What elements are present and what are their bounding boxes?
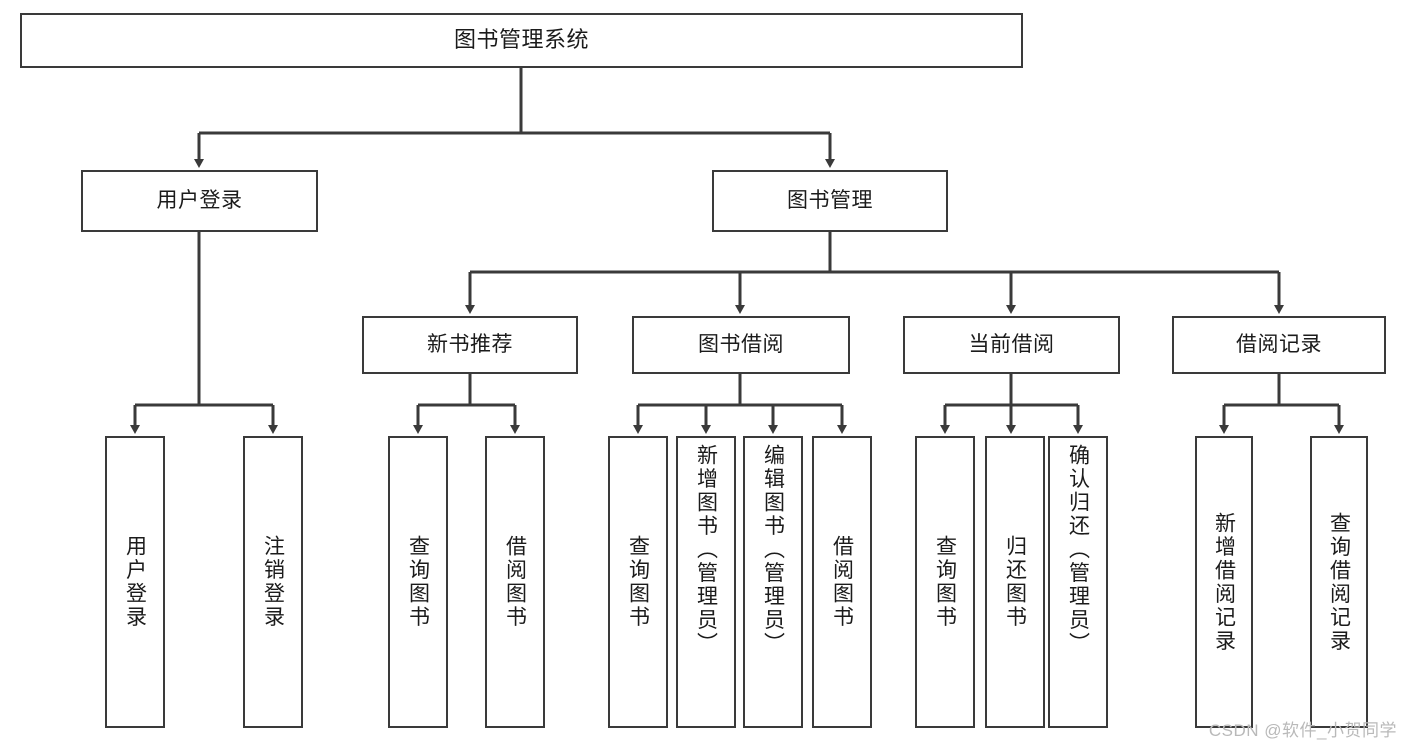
- node-label: 借阅图书: [830, 535, 854, 629]
- node-label: 查询图书: [933, 535, 957, 629]
- node-label: 当前借阅: [968, 333, 1055, 357]
- node-label: 查询图书: [626, 535, 650, 629]
- node-label: 查询借阅记录: [1327, 511, 1351, 653]
- node-label: 用户登录: [156, 189, 243, 213]
- node-leaf-confirm-return-admin[interactable]: 确认归还（管理员）: [1048, 436, 1108, 728]
- node-user-login[interactable]: 用户登录: [81, 170, 318, 232]
- node-label: 图书管理: [787, 189, 873, 213]
- node-label: 图书管理系统: [453, 27, 589, 53]
- node-leaf-user-login[interactable]: 用户登录: [105, 436, 165, 728]
- node-leaf-query-book-3[interactable]: 查询图书: [915, 436, 975, 728]
- node-book-borrow[interactable]: 图书借阅: [632, 316, 850, 374]
- node-label: 新书推荐: [427, 333, 513, 357]
- node-leaf-add-borrow-record[interactable]: 新增借阅记录: [1195, 436, 1253, 728]
- csdn-watermark: CSDN @软件_小贺同学: [1208, 721, 1397, 740]
- node-leaf-logout-login[interactable]: 注销登录: [243, 436, 303, 728]
- node-label: 新增借阅记录: [1212, 511, 1236, 653]
- node-root-system[interactable]: 图书管理系统: [20, 13, 1023, 68]
- node-label: 借阅记录: [1236, 333, 1322, 357]
- node-label: 归还图书: [1003, 535, 1027, 629]
- node-leaf-edit-book-admin[interactable]: 编辑图书（管理员）: [743, 436, 803, 728]
- node-leaf-return-book[interactable]: 归还图书: [985, 436, 1045, 728]
- node-leaf-borrow-book-1[interactable]: 借阅图书: [485, 436, 545, 728]
- node-label: 用户登录: [123, 535, 147, 629]
- node-borrow-record[interactable]: 借阅记录: [1172, 316, 1386, 374]
- node-book-manage[interactable]: 图书管理: [712, 170, 948, 232]
- node-current-borrow[interactable]: 当前借阅: [903, 316, 1120, 374]
- node-leaf-query-book-2[interactable]: 查询图书: [608, 436, 668, 728]
- node-label: 图书借阅: [698, 333, 784, 357]
- node-leaf-query-book-1[interactable]: 查询图书: [388, 436, 448, 728]
- node-new-book-recommend[interactable]: 新书推荐: [362, 316, 578, 374]
- node-leaf-query-borrow-record[interactable]: 查询借阅记录: [1310, 436, 1368, 728]
- node-label: 确认归还（管理员）: [1066, 444, 1090, 656]
- node-label: 编辑图书（管理员）: [761, 444, 785, 656]
- node-leaf-add-book-admin[interactable]: 新增图书（管理员）: [676, 436, 736, 728]
- node-leaf-borrow-book-2[interactable]: 借阅图书: [812, 436, 872, 728]
- node-label: 借阅图书: [503, 535, 527, 629]
- node-label: 注销登录: [261, 535, 285, 629]
- node-label: 查询图书: [406, 535, 430, 629]
- node-label: 新增图书（管理员）: [694, 444, 718, 656]
